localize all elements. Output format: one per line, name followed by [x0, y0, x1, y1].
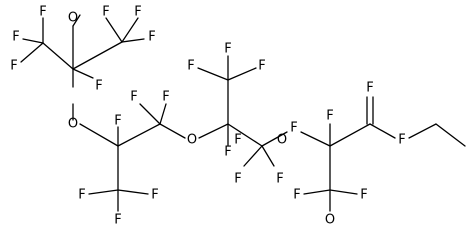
atom-label: O	[277, 133, 287, 148]
atom-label: O	[325, 213, 335, 228]
bond	[159, 123, 186, 139]
bond	[105, 17, 123, 43]
atom-label: F	[366, 81, 373, 96]
bond	[88, 189, 119, 195]
atom-label: F	[224, 145, 231, 160]
atom-label: O	[68, 117, 78, 132]
atom-label: O	[187, 133, 197, 148]
bond	[227, 67, 257, 81]
bond	[198, 123, 229, 139]
molecule-svg: F F F F F F F O F F F O F F F F F F F F …	[10, 5, 466, 228]
bond	[329, 123, 371, 147]
bond	[72, 68, 94, 79]
bond	[20, 42, 44, 63]
atom-label: F	[148, 30, 155, 45]
atom-label: F	[276, 172, 283, 187]
bond	[117, 189, 149, 195]
bond	[303, 189, 331, 195]
bond	[159, 103, 167, 125]
atom-label: F	[360, 188, 367, 203]
bond	[369, 123, 396, 139]
bond	[243, 145, 263, 167]
atom-label: F	[114, 213, 121, 228]
bond	[72, 14, 81, 27]
atom-label: F	[293, 188, 300, 203]
bond	[42, 42, 74, 70]
bond	[227, 123, 263, 147]
atom-label: F	[234, 172, 241, 187]
atom-label: F	[114, 114, 121, 129]
atom-label: F	[12, 30, 19, 45]
bond	[329, 189, 358, 195]
bond	[121, 17, 139, 43]
atom-label: F	[130, 90, 137, 105]
bond	[261, 145, 275, 167]
atom-label: F	[151, 188, 158, 203]
atom-label: O	[68, 11, 78, 26]
structure-diagram: F F F F F F F O F F F O F F F F F F F F …	[10, 4, 466, 228]
bond	[408, 123, 437, 139]
bonds	[20, 14, 466, 212]
atom-label: F	[224, 42, 231, 57]
bond	[300, 131, 331, 147]
atom-label: F	[187, 59, 194, 74]
atom-label: F	[78, 188, 85, 203]
bond	[22, 38, 44, 44]
bond	[79, 123, 119, 147]
atom-label: F	[95, 79, 102, 94]
bond	[435, 123, 466, 147]
atom-label: F	[134, 5, 141, 20]
atom-label: F	[234, 133, 241, 148]
atom-label: F	[39, 5, 46, 20]
atom-label: F	[10, 59, 17, 74]
atom-label: F	[326, 109, 333, 124]
atom-labels: F F F F F F F O F F F O F F F F F F F F …	[10, 5, 405, 228]
bond	[139, 103, 161, 125]
atom-label: F	[162, 90, 169, 105]
atom-label: F	[258, 59, 265, 74]
atom-label: F	[398, 133, 405, 148]
bond	[197, 67, 229, 81]
bond	[72, 41, 123, 70]
atom-label: F	[290, 121, 297, 136]
bond	[121, 38, 145, 43]
atom-label: F	[102, 5, 109, 20]
bond	[261, 131, 288, 147]
bond	[117, 123, 161, 147]
